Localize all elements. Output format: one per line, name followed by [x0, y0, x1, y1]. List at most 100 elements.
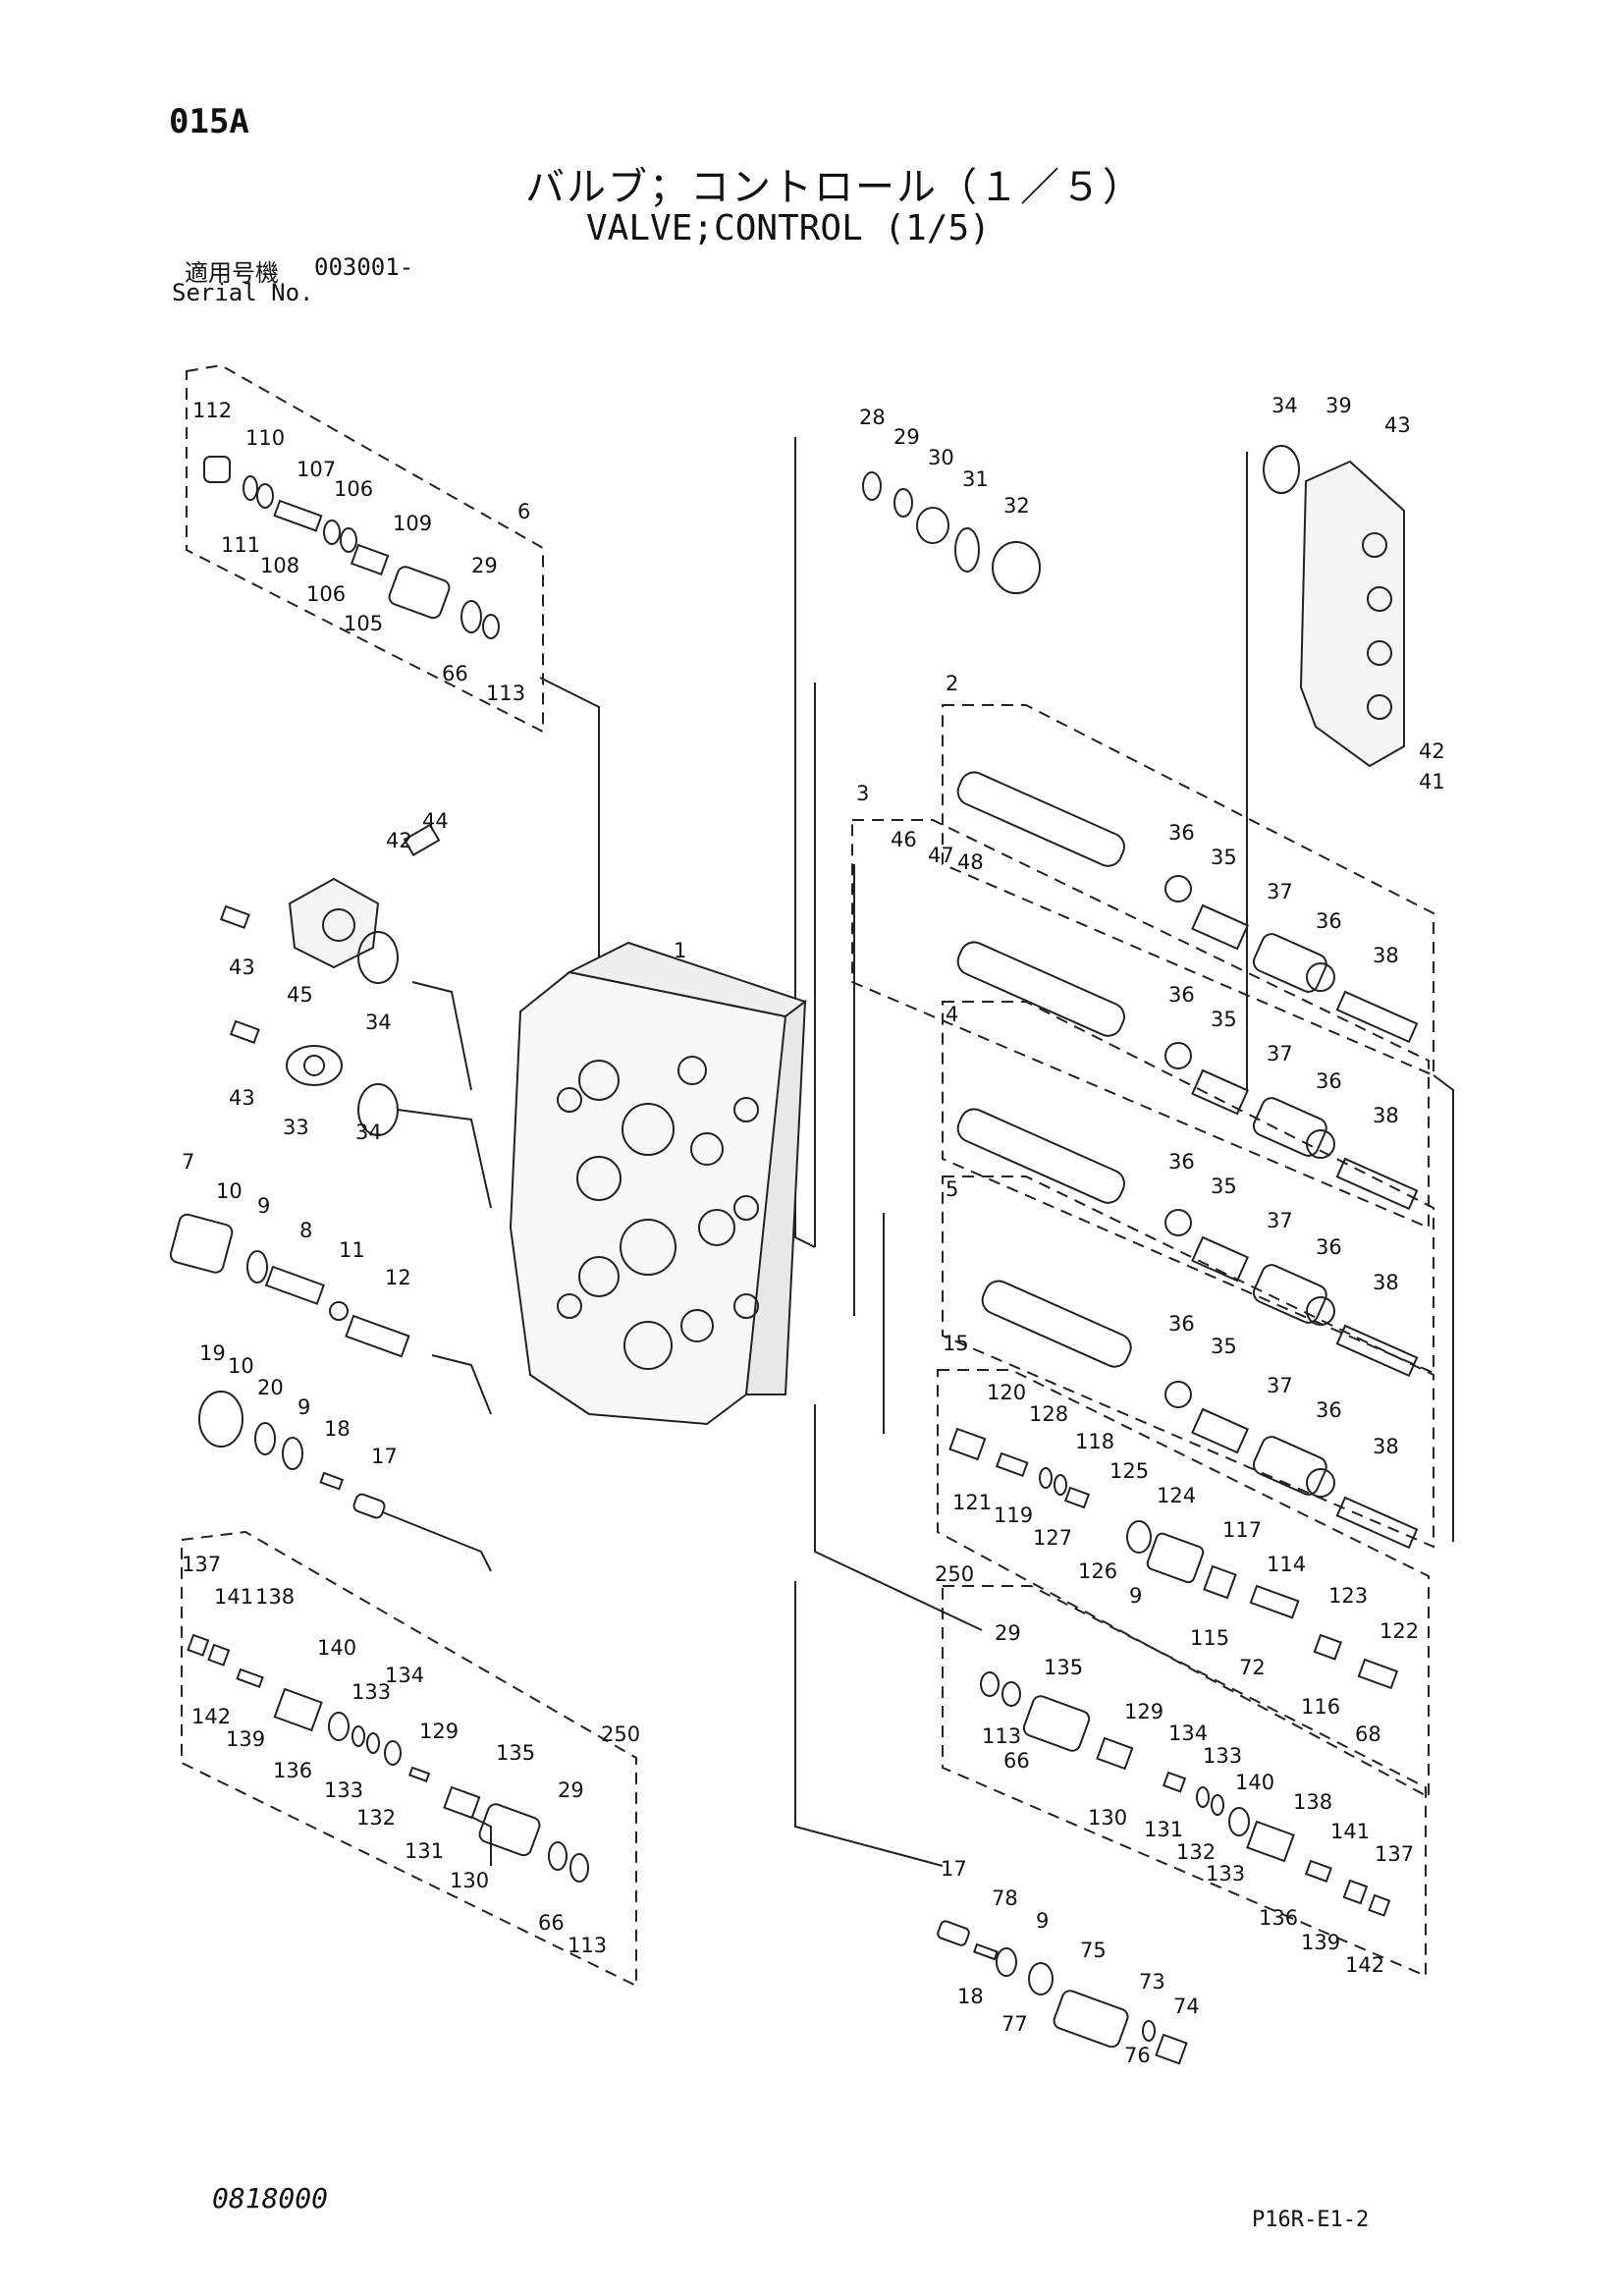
callout-106b: 106 — [306, 582, 346, 606]
callout-120: 120 — [987, 1381, 1026, 1404]
group-15-parts — [948, 1427, 1399, 1690]
group-boundaries — [181, 363, 1434, 1988]
callout-136a: 136 — [273, 1759, 312, 1782]
callout-3: 3 — [856, 782, 869, 805]
callout-36h: 36 — [1316, 1398, 1342, 1422]
callout-39: 39 — [1325, 394, 1352, 417]
callout-37d: 37 — [1267, 1374, 1293, 1397]
callout-36g: 36 — [1168, 1312, 1195, 1336]
callout-36a: 36 — [1168, 821, 1195, 845]
group-3-boundary — [851, 819, 1430, 1230]
callout-34c: 34 — [355, 1121, 382, 1144]
callout-29c: 29 — [558, 1778, 584, 1802]
callout-128: 128 — [1029, 1402, 1068, 1426]
callout-133a: 133 — [352, 1680, 391, 1704]
callout-19: 19 — [199, 1341, 226, 1365]
callout-134a: 134 — [385, 1664, 424, 1687]
document-number: 0818000 — [212, 2182, 329, 2214]
callout-135b: 135 — [1044, 1656, 1083, 1679]
callout-66a: 66 — [442, 662, 468, 685]
callout-124: 124 — [1157, 1484, 1196, 1507]
callout-66c: 66 — [1003, 1749, 1030, 1773]
callout-4: 4 — [946, 1003, 958, 1026]
group-6-boundary — [186, 363, 544, 734]
callout-6: 6 — [517, 500, 530, 523]
callout-36c: 36 — [1168, 983, 1195, 1007]
callout-72: 72 — [1239, 1656, 1266, 1679]
callout-125: 125 — [1109, 1459, 1149, 1483]
callout-66b: 66 — [538, 1911, 565, 1935]
callout-112: 112 — [192, 399, 232, 422]
callout-43c: 43 — [229, 1086, 255, 1110]
callout-10a: 10 — [216, 1179, 243, 1203]
group-250-right-parts — [980, 1671, 1391, 1917]
callout-105: 105 — [344, 612, 383, 635]
callout-138a: 138 — [255, 1585, 295, 1609]
callout-132a: 132 — [356, 1806, 396, 1830]
leader-34b — [397, 1109, 492, 1209]
callout-122: 122 — [1380, 1619, 1419, 1643]
callout-141a: 141 — [214, 1585, 253, 1609]
callout-107: 107 — [297, 458, 336, 481]
callout-29a: 29 — [471, 554, 498, 577]
valve-body — [509, 941, 808, 1426]
callout-133d: 133 — [1206, 1862, 1245, 1886]
plug-assembly-17-20 — [198, 1391, 386, 1519]
callout-1: 1 — [674, 939, 686, 962]
callout-35b: 35 — [1211, 1008, 1237, 1031]
callout-17b: 17 — [941, 1857, 967, 1881]
callout-116: 116 — [1301, 1695, 1340, 1719]
leader-34a — [411, 981, 472, 1091]
callout-141b: 141 — [1330, 1820, 1370, 1843]
callout-73: 73 — [1139, 1970, 1165, 1994]
callout-38d: 38 — [1373, 1435, 1399, 1458]
callout-106a: 106 — [334, 477, 373, 501]
callout-48: 48 — [957, 850, 984, 874]
callout-7: 7 — [182, 1150, 194, 1174]
serial-label: Serial No. — [172, 279, 314, 306]
callout-115: 115 — [1190, 1626, 1229, 1650]
leader-right-rail — [1433, 1074, 1454, 1542]
callout-35d: 35 — [1211, 1335, 1237, 1358]
callout-140a: 140 — [317, 1636, 356, 1660]
callout-136b: 136 — [1259, 1906, 1298, 1930]
seal-stack-28-32 — [862, 471, 1041, 594]
callout-43a: 43 — [1384, 413, 1411, 437]
page-title-japanese: バルブ；コントロール（１／５） — [525, 165, 1144, 210]
callout-134b: 134 — [1168, 1722, 1208, 1745]
callout-123: 123 — [1328, 1584, 1368, 1608]
callout-36d: 36 — [1316, 1069, 1342, 1093]
callout-29b: 29 — [893, 425, 920, 449]
callout-9b: 9 — [298, 1395, 310, 1419]
leader-lines — [382, 437, 1454, 1867]
spool-3 — [956, 941, 1419, 1211]
callout-37a: 37 — [1267, 880, 1293, 903]
callout-109: 109 — [393, 512, 432, 535]
callout-118: 118 — [1075, 1430, 1114, 1453]
callout-35c: 35 — [1211, 1175, 1237, 1198]
callout-15: 15 — [943, 1332, 969, 1355]
callout-9a: 9 — [257, 1194, 270, 1218]
callout-108: 108 — [260, 554, 299, 577]
callout-28: 28 — [859, 406, 886, 429]
callout-250b: 250 — [935, 1562, 974, 1586]
spool-5 — [981, 1280, 1419, 1550]
callout-46: 46 — [891, 828, 917, 851]
callout-137b: 137 — [1375, 1842, 1414, 1866]
callout-131b: 131 — [1144, 1818, 1183, 1841]
group-5-boundary — [942, 1175, 1434, 1549]
callout-130b: 130 — [1088, 1806, 1127, 1830]
callout-44: 44 — [422, 809, 449, 833]
callout-35a: 35 — [1211, 846, 1237, 869]
callout-130a: 130 — [450, 1869, 489, 1892]
callout-34b: 34 — [365, 1011, 392, 1034]
callout-119: 119 — [994, 1503, 1033, 1527]
callout-77: 77 — [1001, 2012, 1028, 2036]
leader-12 — [431, 1354, 492, 1415]
callout-17a: 17 — [371, 1445, 398, 1468]
callout-113b: 113 — [568, 1934, 607, 1957]
callout-126: 126 — [1078, 1559, 1117, 1583]
callout-111: 111 — [221, 533, 260, 557]
callout-38a: 38 — [1373, 944, 1399, 967]
